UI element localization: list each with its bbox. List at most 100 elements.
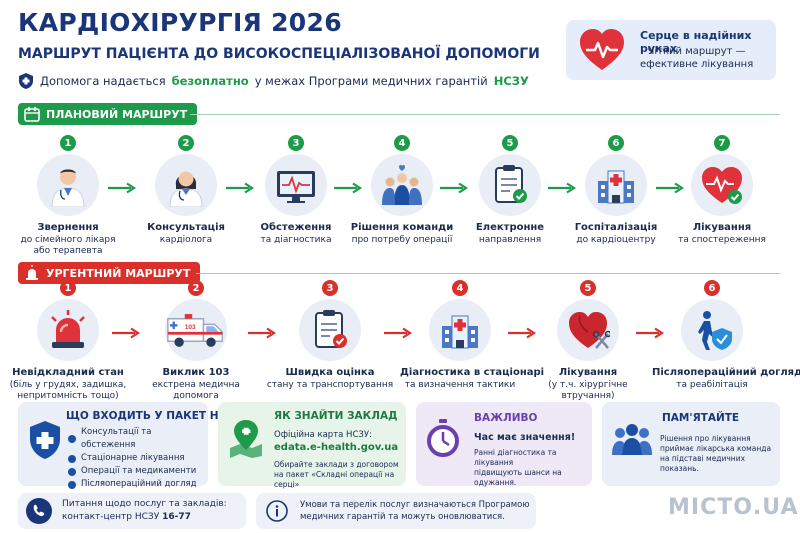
page-subtitle: МАРШРУТ ПАЦІЄНТА ДО ВИСОКОСПЕЦІАЛІЗОВАНО… bbox=[18, 46, 540, 62]
heart-pulse-icon bbox=[580, 29, 624, 70]
free-care-notice: Допомога надається безоплатно у межах Пр… bbox=[18, 72, 529, 90]
siren-icon bbox=[37, 299, 99, 361]
planned-step-desc: та діагностика bbox=[260, 235, 332, 245]
package-item: Консультації та обстеження bbox=[68, 426, 208, 452]
find-title: ЯК ЗНАЙТИ ЗАКЛАД bbox=[274, 410, 398, 422]
info-box: Умови та перелік послуг визначаються Про… bbox=[256, 493, 536, 529]
check-icon bbox=[68, 467, 76, 476]
remember-line2: приймає лікарська команда bbox=[660, 444, 772, 453]
heart-card-title: Серце в надійних руках bbox=[640, 29, 752, 55]
planned-step-number: 5 bbox=[502, 135, 518, 151]
urgent-step-title: Виклик 103 bbox=[162, 367, 230, 378]
heart-check-icon bbox=[691, 154, 753, 216]
check-icon bbox=[68, 435, 76, 443]
planned-step-number: 6 bbox=[608, 135, 624, 151]
map-pin-icon bbox=[230, 420, 262, 458]
info-icon bbox=[266, 500, 288, 522]
page-title: КАРДІОХІРУРГІЯ 2026 bbox=[18, 8, 342, 37]
planned-step-desc: кардіолога bbox=[159, 235, 213, 245]
urgent-step-number: 3 bbox=[322, 280, 338, 296]
arrow-right-icon bbox=[334, 179, 364, 198]
ambulance-label: 103 bbox=[185, 324, 196, 331]
heart-card-text: Чіткий маршрут — ефективне лікування bbox=[640, 45, 753, 71]
urgent-step-number: 4 bbox=[452, 280, 468, 296]
planned-step-title: Електронне bbox=[475, 222, 545, 233]
arrow-right-icon bbox=[636, 324, 666, 343]
planned-route-label: ПЛАНОВИЙ МАРШРУТ bbox=[46, 107, 188, 121]
rehab-icon bbox=[681, 299, 743, 361]
nszu-map-link[interactable]: edata.e-health.gov.ua bbox=[274, 442, 399, 453]
notice-text-b: у межах Програми медичних гарантій bbox=[254, 74, 488, 88]
check-icon bbox=[68, 480, 76, 489]
team-icon bbox=[371, 154, 433, 216]
arrow-right-icon bbox=[226, 179, 256, 198]
doctor-icon bbox=[37, 154, 99, 216]
important-line1: Час має значення! bbox=[474, 432, 576, 443]
info-line2: медичних гарантій та можуть оновлюватися… bbox=[300, 512, 505, 522]
planned-step-title: Звернення bbox=[37, 222, 99, 233]
urgent-step-number: 6 bbox=[704, 280, 720, 296]
package-title: ЩО ВХОДИТЬ У ПАКЕТ НСЗУ bbox=[66, 410, 242, 422]
important-title: ВАЖЛИВО bbox=[474, 412, 538, 424]
planned-step-number: 2 bbox=[178, 135, 194, 151]
remember-note: Рішення про лікування приймає лікарська … bbox=[660, 434, 780, 474]
urgent-route-header: УРГЕНТНИЙ МАРШРУТ bbox=[18, 262, 201, 284]
contact-number[interactable]: 16-77 bbox=[162, 512, 191, 522]
contact-box: Питання щодо послуг та закладів: контакт… bbox=[18, 493, 246, 529]
urgent-step-desc: (у т.ч. хірургічне втручання) bbox=[548, 380, 628, 401]
package-item: Стаціонарне лікування bbox=[68, 452, 208, 465]
remember-line3: на підставі медичних показань. bbox=[660, 454, 746, 473]
watermark: МІСТО.UA bbox=[668, 495, 799, 520]
important-line3: підвищують шанси на одужання. bbox=[474, 468, 562, 487]
planned-step-desc: направлення bbox=[478, 235, 542, 245]
package-item: Операції та медикаменти bbox=[68, 465, 208, 478]
notice-text-a: Допомога надається bbox=[40, 74, 166, 88]
find-note: Обирайте заклади з договором на пакет «С… bbox=[274, 460, 406, 490]
monitor-icon bbox=[265, 154, 327, 216]
find-line3: на пакет «Складні операції на серці» bbox=[274, 470, 395, 489]
arrow-right-icon bbox=[112, 324, 142, 343]
planned-divider bbox=[190, 114, 780, 115]
ambulance-icon: 103 bbox=[165, 299, 227, 361]
remember-box: ПАМ'ЯТАЙТЕ Рішення про лікування приймає… bbox=[602, 402, 780, 486]
urgent-step-desc: екстрена медична допомога bbox=[152, 380, 240, 401]
find-line2: Обирайте заклади з договором bbox=[274, 460, 399, 469]
urgent-step-number: 5 bbox=[580, 280, 596, 296]
planned-step-desc: до кардіоцентру bbox=[576, 235, 656, 245]
urgent-step-title: Післяопераційний догляд bbox=[652, 367, 800, 378]
shield-icon bbox=[19, 73, 33, 89]
urgent-step-number: 1 bbox=[60, 280, 76, 296]
heart-surgery-icon bbox=[557, 299, 619, 361]
planned-step-number: 4 bbox=[394, 135, 410, 151]
info-line1: Умови та перелік послуг визначаються Про… bbox=[300, 500, 530, 510]
contact-line2: контакт-центр НСЗУ 16-77 bbox=[62, 512, 191, 522]
planned-step-title: Консультація bbox=[147, 222, 225, 233]
planned-step-number: 1 bbox=[60, 135, 76, 151]
clipboard-icon bbox=[479, 154, 541, 216]
planned-step-title: Обстеження bbox=[260, 222, 332, 233]
remember-title: ПАМ'ЯТАЙТЕ bbox=[662, 412, 740, 424]
cardiologist-icon bbox=[155, 154, 217, 216]
notice-free: безоплатно bbox=[171, 74, 249, 88]
hospital-icon bbox=[429, 299, 491, 361]
urgent-step-title: Невідкладний стан bbox=[12, 367, 124, 378]
urgent-step-title: Швидка оцінка bbox=[285, 367, 375, 378]
hospital-icon bbox=[585, 154, 647, 216]
planned-route-header: ПЛАНОВИЙ МАРШРУТ bbox=[18, 103, 198, 125]
clipboard-icon bbox=[299, 299, 361, 361]
planned-step-title: Госпіталізація bbox=[574, 222, 658, 233]
arrow-right-icon bbox=[248, 324, 278, 343]
urgent-step-desc: та реабілітація bbox=[676, 380, 748, 390]
arrow-right-icon bbox=[548, 179, 578, 198]
arrow-right-icon bbox=[108, 179, 138, 198]
urgent-step-desc: (біль у грудях, задишка,непритомність то… bbox=[9, 380, 127, 401]
team-icon bbox=[612, 424, 652, 455]
remember-line1: Рішення про лікування bbox=[660, 434, 751, 443]
urgent-divider bbox=[196, 273, 780, 274]
phone-icon[interactable] bbox=[26, 498, 52, 524]
planned-step-title: Рішення команди bbox=[350, 222, 454, 233]
urgent-route-label: УРГЕНТНИЙ МАРШРУТ bbox=[46, 266, 191, 280]
contact-center-label: контакт-центр НСЗУ bbox=[62, 512, 160, 522]
important-box: ВАЖЛИВО Час має значення! Ранні діагност… bbox=[416, 402, 592, 487]
siren-icon bbox=[26, 265, 38, 280]
